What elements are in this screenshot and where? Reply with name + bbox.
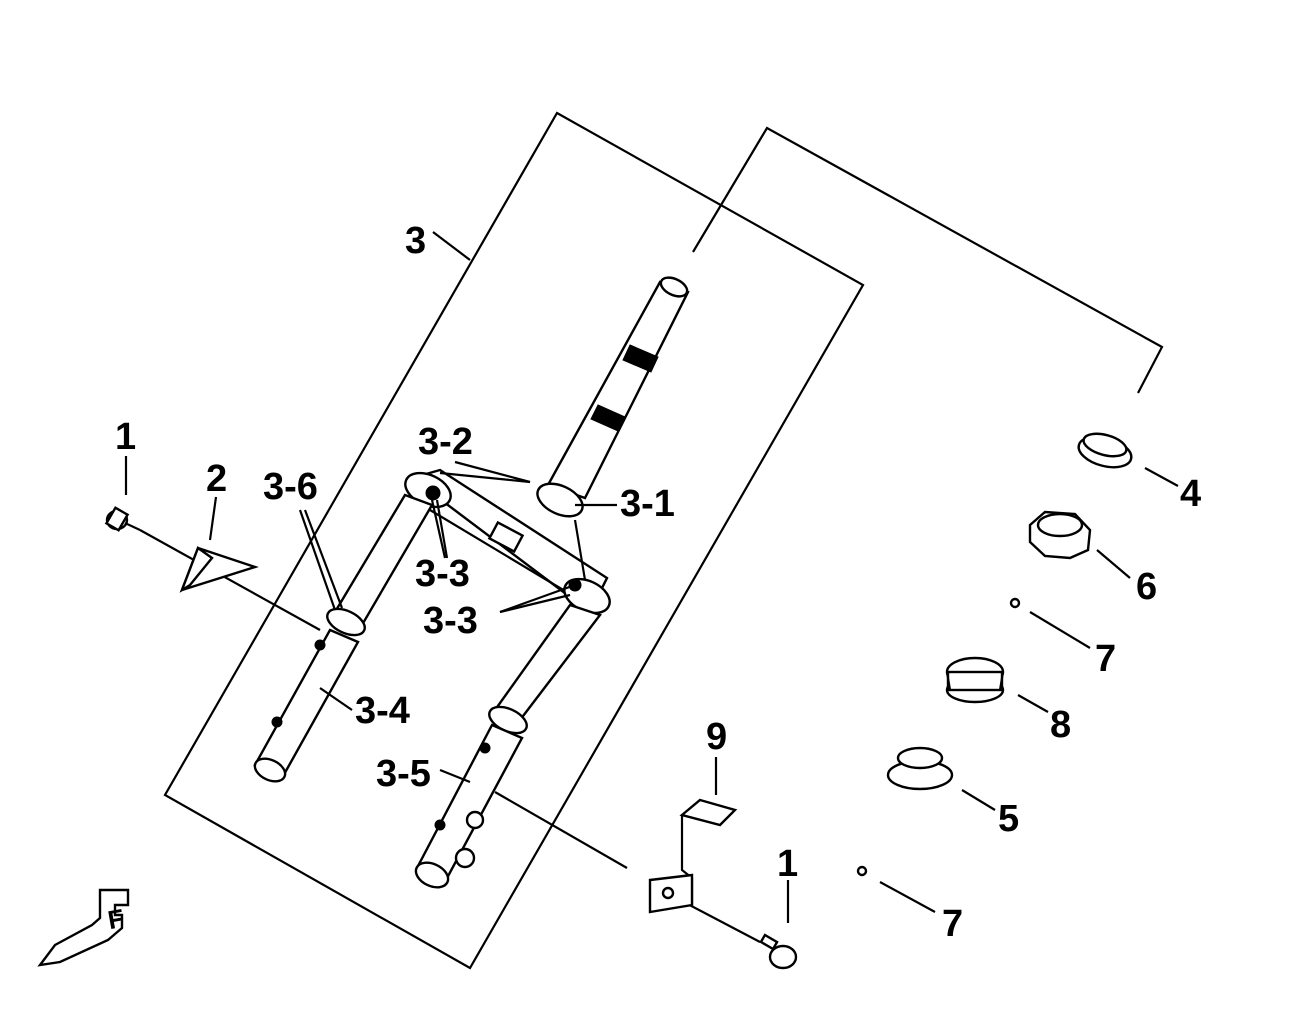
top-nut-part-4 xyxy=(1077,432,1133,469)
plate-part-2 xyxy=(179,546,259,593)
bolt-part-1-upper xyxy=(104,506,141,532)
right-fork-leg xyxy=(414,603,602,889)
callout-3-5: 3-5 xyxy=(376,753,431,795)
callout-7-lower: 7 xyxy=(942,903,964,945)
bracket-part-9 xyxy=(648,798,738,914)
callout-1-upper: 1 xyxy=(115,416,137,458)
fork-assembly-frame xyxy=(163,111,865,970)
ball-part-7-lower xyxy=(856,865,868,877)
steering-stem xyxy=(536,276,690,518)
left-fork-leg xyxy=(253,493,434,783)
leader-lines xyxy=(124,231,1179,943)
steering-bearing-bracket xyxy=(692,126,1164,394)
bolt-part-1-lower xyxy=(759,933,798,970)
lower-race-part-5 xyxy=(886,746,954,791)
callout-3-4: 3-4 xyxy=(355,690,410,732)
callout-3-3-upper: 3-3 xyxy=(415,553,470,595)
callout-6: 6 xyxy=(1136,566,1158,608)
callout-7-upper: 7 xyxy=(1095,638,1117,680)
bearing-race-part-8 xyxy=(945,656,1005,704)
callout-8: 8 xyxy=(1050,704,1072,746)
callout-3-1: 3-1 xyxy=(620,483,675,525)
callout-1-lower: 1 xyxy=(777,843,799,885)
lock-nut-part-6 xyxy=(1028,510,1092,560)
front-direction-arrow-icon xyxy=(37,888,130,967)
callout-5: 5 xyxy=(998,798,1020,840)
callout-3-3-lower: 3-3 xyxy=(423,600,478,642)
callout-9: 9 xyxy=(706,716,728,758)
callout-3-2: 3-2 xyxy=(418,421,473,463)
callout-2: 2 xyxy=(206,458,228,500)
ball-part-7-upper xyxy=(1009,597,1021,609)
callout-4: 4 xyxy=(1180,473,1202,515)
callout-3: 3 xyxy=(405,220,427,262)
callout-3-6: 3-6 xyxy=(263,466,318,508)
